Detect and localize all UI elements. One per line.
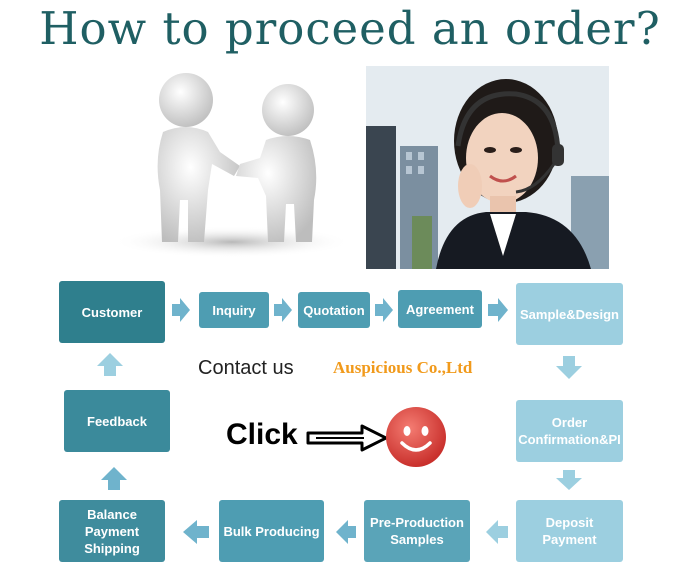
arrow-right-icon [274, 298, 292, 322]
step-balance-label-2: Payment [84, 523, 140, 539]
step-deposit-label-2: Payment [542, 532, 597, 547]
step-quotation-label: Quotation [303, 302, 365, 318]
step-feedback: Feedback [64, 390, 170, 452]
step-deposit-payment: Deposit Payment [516, 500, 623, 562]
step-feedback-label: Feedback [87, 413, 147, 429]
step-bulk-producing: Bulk Producing [219, 500, 324, 562]
click-label: Click [226, 418, 298, 451]
step-sample-design-label: Sample&Design [520, 306, 619, 322]
arrow-up-icon [97, 353, 123, 376]
arrow-up-icon [101, 467, 127, 490]
step-agreement: Agreement [398, 290, 482, 328]
arrow-right-icon [172, 298, 190, 322]
step-customer-label: Customer [81, 304, 143, 320]
step-balance-label-3: Shipping [84, 540, 140, 556]
arrow-left-icon [183, 520, 209, 544]
step-bulk-label: Bulk Producing [223, 523, 320, 539]
arrow-left-icon [486, 520, 508, 544]
step-balance-payment-shipping: Balance Payment Shipping [59, 500, 165, 562]
step-order-label-1: Order [551, 415, 588, 430]
step-order-confirmation: Order Confirmation&PI [516, 400, 623, 462]
page-title: How to proceed an order? [39, 2, 661, 55]
step-preproduction-label-2: Samples [390, 532, 444, 547]
step-preproduction-label-1: Pre-Production [370, 515, 464, 530]
step-quotation: Quotation [298, 292, 370, 328]
smiley-face-icon[interactable] [384, 405, 448, 469]
step-sample-design: Sample&Design [516, 283, 623, 345]
step-customer: Customer [59, 281, 165, 343]
arrow-down-icon [556, 470, 582, 490]
step-inquiry-label: Inquiry [212, 302, 256, 318]
step-inquiry: Inquiry [199, 292, 269, 328]
arrow-down-icon [556, 356, 582, 379]
arrow-right-icon [375, 298, 393, 322]
step-deposit-label-1: Deposit [545, 515, 594, 530]
step-pre-production: Pre-Production Samples [364, 500, 470, 562]
arrow-right-icon [488, 298, 508, 322]
handshake-figures-image [108, 70, 356, 260]
arrow-left-icon [336, 520, 356, 544]
company-name: Auspicious Co.,Ltd [333, 358, 473, 377]
step-balance-label-1: Balance [87, 506, 137, 522]
support-agent-photo [366, 66, 609, 269]
step-agreement-label: Agreement [406, 301, 474, 317]
contact-us-text: Contact us [198, 357, 294, 379]
step-order-label-2: Confirmation&PI [518, 432, 621, 447]
hollow-arrow-icon [306, 424, 388, 452]
